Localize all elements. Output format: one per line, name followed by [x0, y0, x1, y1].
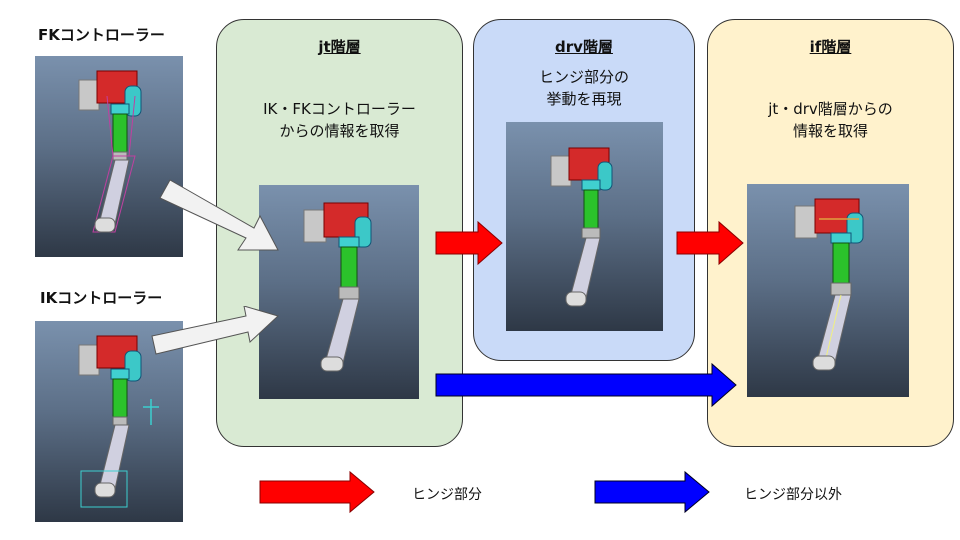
- legend-non-hinge-arrow-icon: [594, 470, 710, 514]
- jt-layer-viewport: [259, 185, 419, 399]
- jt-layer-desc-line1: IK・FKコントローラー: [263, 100, 416, 118]
- drv-layer-desc-line2: 挙動を再現: [546, 90, 622, 108]
- if-layer-desc-line1: jt・drv階層からの: [768, 100, 893, 118]
- ik-controller-label: IKコントローラー: [40, 289, 163, 307]
- fk-controller-viewport: [35, 56, 183, 257]
- fk-robot-arm-icon: [78, 70, 142, 233]
- if-layer-title: if階層: [809, 38, 852, 56]
- legend-hinge-arrow-icon: [259, 470, 375, 514]
- if-robot-arm-icon: [794, 198, 864, 371]
- fk-controller-label: FKコントローラー: [38, 26, 165, 44]
- jt-layer-desc-line2: からの情報を取得: [279, 122, 400, 140]
- jt-layer-title: jt階層: [318, 38, 361, 56]
- jt-to-if-non-hinge-arrow-icon: [435, 362, 737, 408]
- legend-non-hinge-label: ヒンジ部分以外: [744, 487, 842, 503]
- jt-robot-arm-icon: [303, 202, 372, 372]
- drv-layer-desc-line1: ヒンジ部分の: [538, 68, 629, 86]
- if-layer-viewport: [747, 184, 909, 397]
- if-layer-desc-line2: 情報を取得: [792, 122, 868, 140]
- drv-layer-viewport: [506, 122, 663, 331]
- ik-robot-arm-icon: [78, 335, 159, 508]
- jt-to-drv-hinge-arrow-icon: [435, 220, 503, 266]
- ik-controller-viewport: [35, 321, 183, 522]
- fk-to-jt-arrow-icon: [159, 179, 279, 251]
- drv-robot-arm-icon: [550, 147, 613, 307]
- legend-hinge-label: ヒンジ部分: [412, 487, 482, 503]
- drv-to-if-hinge-arrow-icon: [676, 220, 744, 266]
- ik-to-jt-arrow-icon: [151, 306, 279, 355]
- drv-layer-title: drv階層: [555, 38, 613, 56]
